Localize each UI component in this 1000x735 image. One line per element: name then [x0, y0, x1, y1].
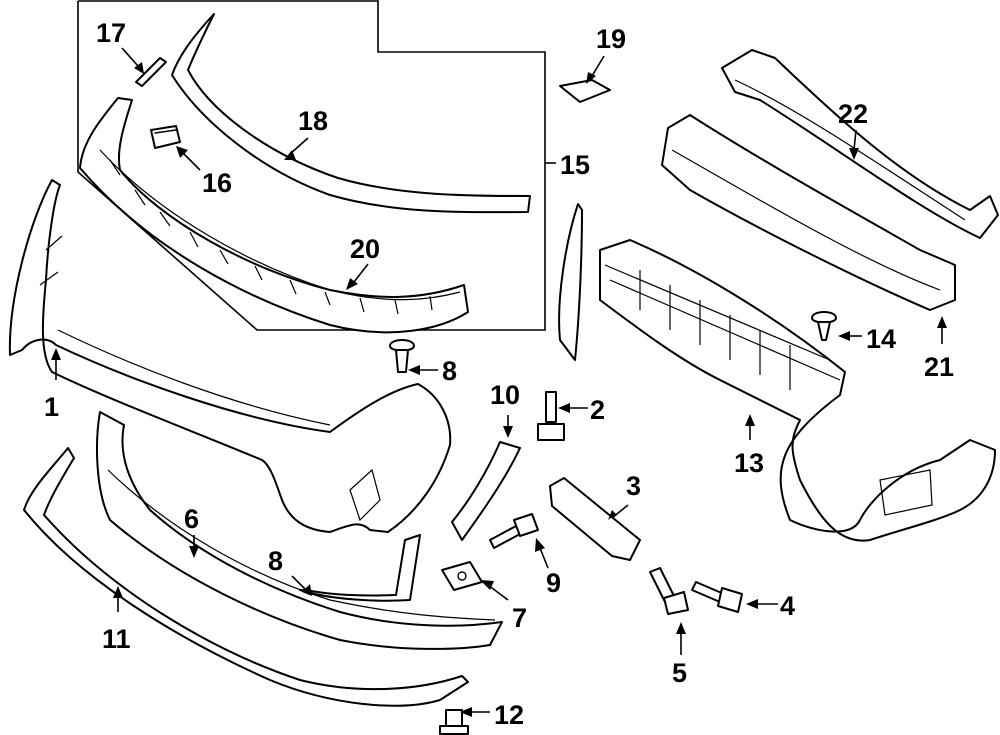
part-8-pin-upper: [389, 339, 415, 373]
part-7-clip: [441, 561, 483, 591]
callout-17: 17: [96, 18, 126, 48]
callout-18: 18: [298, 106, 328, 136]
part-13-absorber: [558, 203, 996, 542]
part-6-lower-valance: [96, 411, 503, 650]
part-9-bolt: [489, 513, 539, 549]
callout-1: 1: [44, 392, 59, 422]
part-5-bolt: [649, 567, 689, 615]
part-21-bracket: [661, 114, 956, 311]
callout-15: 15: [560, 150, 590, 180]
part-1-bumper-cover: [8, 179, 452, 533]
callout-10: 10: [490, 380, 520, 410]
callout-12: 12: [494, 700, 524, 730]
callout-2: 2: [590, 395, 605, 425]
leader-lines: [51, 47, 947, 717]
callout-11: 11: [102, 624, 131, 654]
part-18-upper-molding: [171, 13, 531, 214]
callout-16: 16: [202, 168, 232, 198]
part-11-skid-plate: [23, 447, 469, 707]
part-20-grille-carrier: [79, 97, 469, 334]
part-2-bolt: [537, 391, 565, 441]
callout-7: 7: [512, 603, 527, 633]
callout-22: 22: [838, 99, 868, 129]
callout-19: 19: [596, 24, 626, 54]
part-4-bolt: [691, 581, 743, 613]
callout-5: 5: [672, 658, 687, 688]
assembly-15-frame: [77, 0, 546, 331]
callout-13: 13: [734, 448, 764, 478]
part-12-pin: [439, 709, 469, 735]
part-17-badge: [135, 57, 167, 87]
part-16-clip: [150, 125, 181, 149]
callout-4: 4: [780, 591, 795, 621]
callout-14: 14: [866, 324, 896, 354]
callout-8-lower: 8: [268, 546, 283, 576]
part-22-reinforcement: [721, 49, 999, 239]
callout-9: 9: [546, 568, 561, 598]
callout-labels: 1 2 3 4 5 6 7 8 8 9 10 11 12 13 14 15 16…: [44, 18, 954, 730]
part-14-push-pin: [811, 311, 837, 341]
callout-20: 20: [350, 234, 380, 264]
callout-3: 3: [626, 471, 641, 501]
part-19-clip: [559, 79, 611, 103]
callout-21: 21: [924, 352, 954, 382]
part-3-bracket: [549, 477, 641, 561]
callout-8-upper: 8: [442, 356, 457, 386]
callout-6: 6: [184, 504, 199, 534]
part-10-side-bracket: [451, 441, 521, 541]
